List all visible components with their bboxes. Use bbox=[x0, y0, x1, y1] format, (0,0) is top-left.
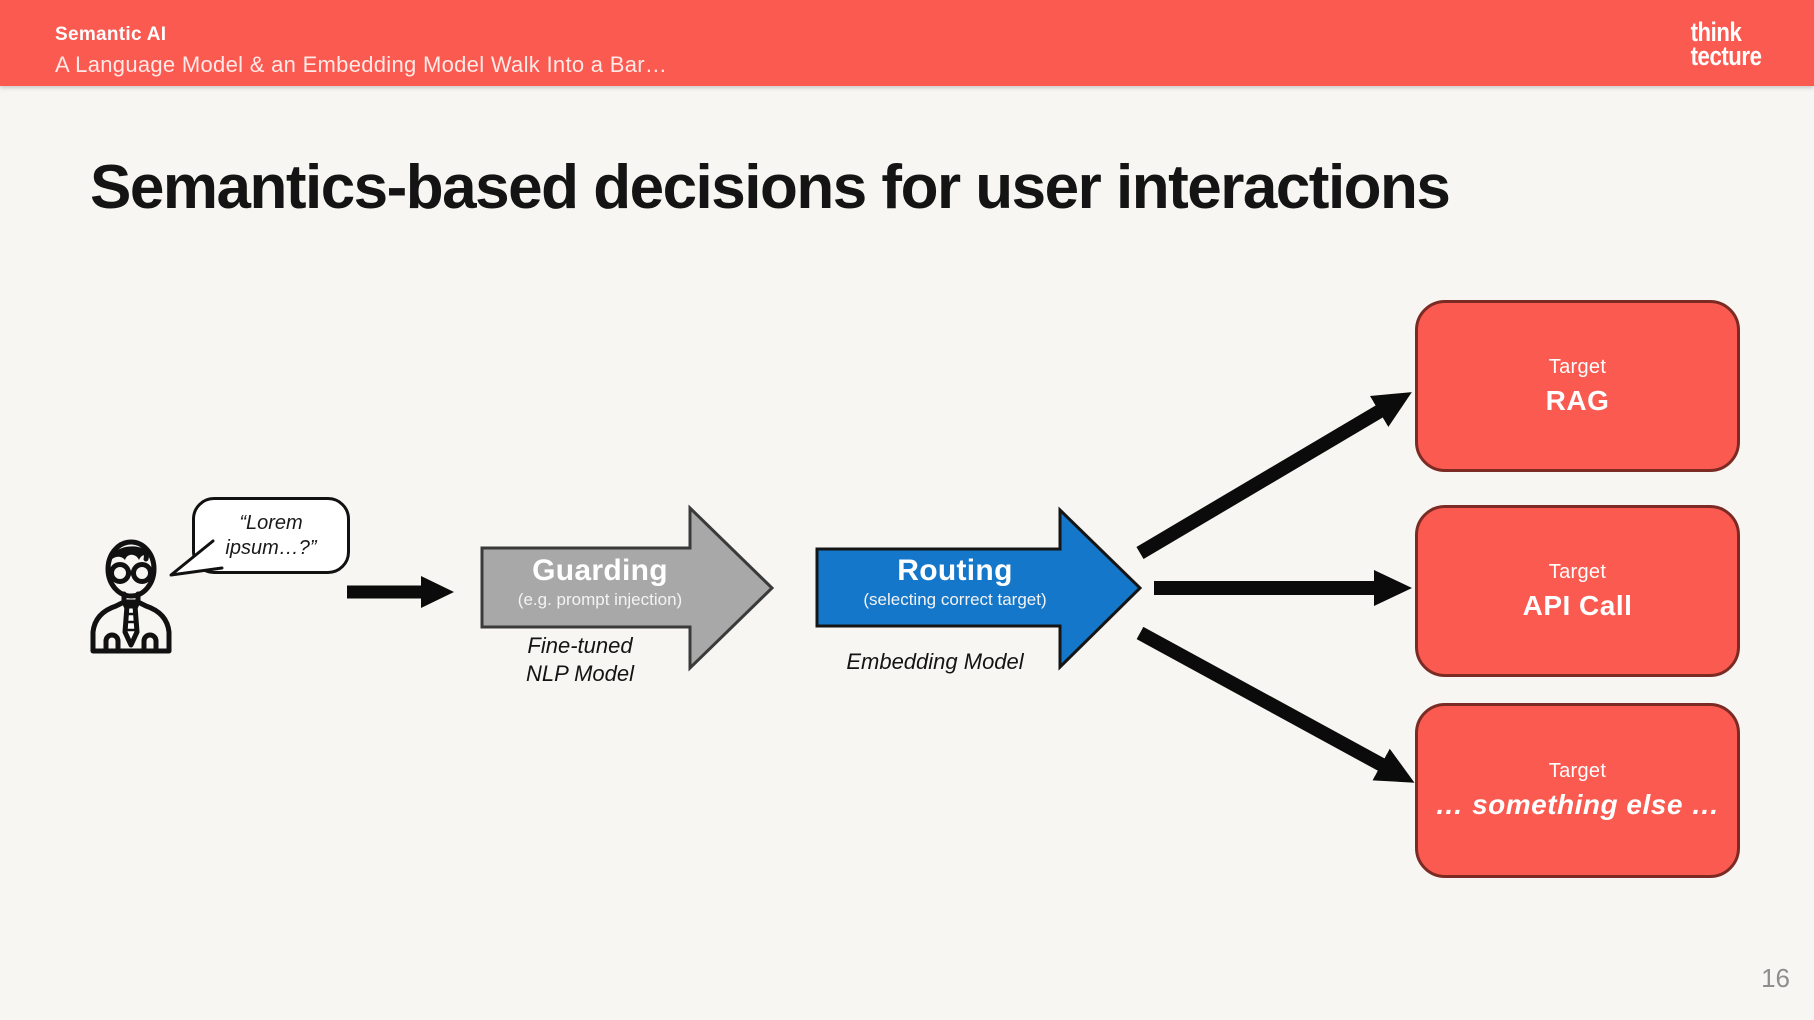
page-number: 16 bbox=[1761, 963, 1790, 993]
bubble-text-line-1: “Lorem bbox=[239, 511, 303, 534]
slide-title: Semantics-based decisions for user inter… bbox=[90, 153, 1451, 222]
guarding-arrow-shape bbox=[480, 504, 775, 672]
target-box-api-call: Target API Call bbox=[1415, 505, 1740, 677]
target-box-something-else: Target … something else … bbox=[1415, 703, 1740, 878]
flow-arrow-icon bbox=[347, 576, 454, 608]
bubble-text-line-2: ipsum…?” bbox=[225, 536, 317, 559]
thinktecture-logo: think tecture bbox=[1691, 17, 1762, 71]
target-label-rag: RAG bbox=[1545, 384, 1610, 416]
fanout-arrows bbox=[1136, 392, 1415, 783]
speech-bubble: “Lorem ipsum…?” bbox=[192, 497, 350, 574]
target-box-rag: Target RAG bbox=[1415, 300, 1740, 472]
guarding-caption-line-1: Fine-tuned bbox=[527, 633, 633, 658]
guarding-caption: Fine-tuned NLP Model bbox=[470, 632, 690, 688]
user-icon bbox=[90, 539, 172, 654]
header-bar: Semantic AI A Language Model & an Embedd… bbox=[0, 0, 1814, 86]
deck-title: Semantic AI bbox=[55, 24, 167, 45]
arrow-to-something-else bbox=[1136, 626, 1415, 783]
arrow-to-rag bbox=[1136, 392, 1412, 560]
logo-line-1: think bbox=[1691, 17, 1742, 47]
target-eyebrow: Target bbox=[1548, 355, 1607, 378]
target-eyebrow: Target bbox=[1548, 760, 1607, 782]
routing-caption: Embedding Model bbox=[846, 649, 1024, 674]
target-label-something-else: … something else … bbox=[1435, 789, 1720, 820]
speech-bubble-tail bbox=[169, 539, 224, 577]
deck-subtitle: A Language Model & an Embedding Model Wa… bbox=[55, 52, 668, 77]
guarding-caption-line-2: NLP Model bbox=[525, 661, 634, 686]
routing-arrow-shape bbox=[815, 506, 1143, 671]
target-label-api-call: API Call bbox=[1522, 589, 1633, 621]
logo-line-2: tecture bbox=[1691, 41, 1762, 71]
target-eyebrow: Target bbox=[1548, 560, 1607, 583]
